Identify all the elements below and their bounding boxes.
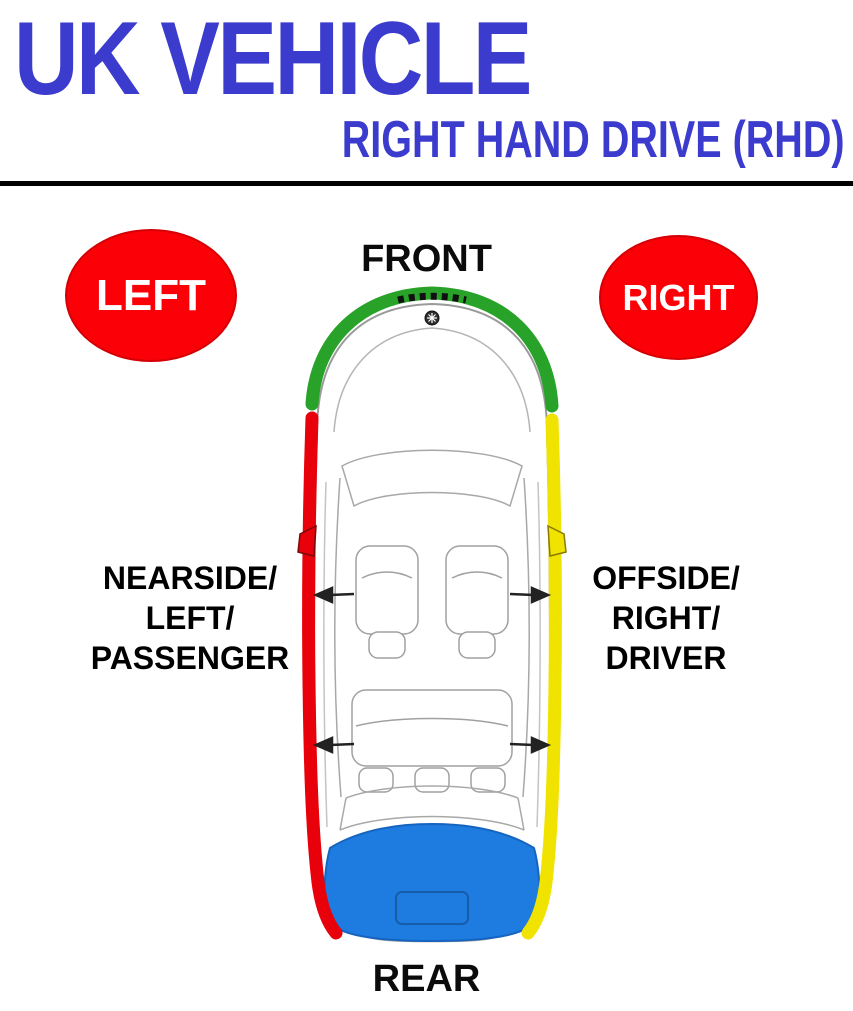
- arrow-right-lower: [509, 742, 535, 747]
- driver-passenger-seat-right: [445, 545, 509, 635]
- driver-passenger-seat-left: [355, 545, 419, 635]
- front-label: FRONT: [361, 238, 492, 280]
- side-pointer-arrows: [312, 586, 552, 754]
- front-grille-dashes: [397, 292, 467, 304]
- left-seat-headrest: [368, 631, 406, 659]
- rear-window-outline: [339, 785, 525, 831]
- left-badge: LEFT: [65, 229, 237, 362]
- nearside-label: NEARSIDE/ LEFT/ PASSENGER: [70, 558, 310, 678]
- arrow-right-upper: [509, 592, 535, 597]
- header-divider: [0, 181, 853, 186]
- page-subtitle: RIGHT HAND DRIVE (RHD): [342, 111, 845, 169]
- nearside-label-line1: NEARSIDE/: [102, 560, 278, 596]
- offside-label: OFFSIDE/ RIGHT/ DRIVER: [546, 558, 786, 678]
- windshield-outline: [341, 449, 523, 508]
- cabin-left-line: [334, 477, 342, 798]
- rear-headrest-right: [470, 767, 506, 793]
- bonnet-emblem-star: [427, 313, 437, 323]
- arrow-left-upper: [329, 592, 355, 597]
- offside-label-line1: OFFSIDE/: [592, 560, 740, 596]
- cabin-right-line: [522, 477, 530, 798]
- right-seat-headrest: [458, 631, 496, 659]
- nearside-label-line3: PASSENGER: [90, 640, 290, 676]
- car-top-view-diagram: [297, 286, 567, 943]
- rear-headrest-middle: [414, 767, 450, 793]
- left-mirror: [297, 524, 317, 557]
- left-badge-label: LEFT: [96, 270, 206, 320]
- arrow-left-lower: [329, 742, 355, 747]
- bonnet-inner-line: [333, 327, 531, 433]
- rear-bench-seat: [351, 689, 513, 793]
- right-mirror: [547, 524, 567, 557]
- right-sill-line: [536, 481, 541, 828]
- boot-plate-outline: [395, 891, 469, 925]
- arrow-right-upper-head: [530, 586, 552, 604]
- rear-headrest-left: [358, 767, 394, 793]
- arrow-left-upper-head: [312, 586, 334, 604]
- left-sill-line: [323, 481, 328, 828]
- left-seat-cushion-line: [361, 571, 413, 579]
- offside-label-line3: DRIVER: [605, 640, 727, 676]
- rear-bench: [351, 689, 513, 767]
- arrow-left-lower-head: [312, 736, 334, 754]
- arrow-right-lower-head: [530, 736, 552, 754]
- right-badge: RIGHT: [599, 235, 758, 360]
- offside-label-line2: RIGHT/: [611, 600, 721, 636]
- nearside-label-line2: LEFT/: [145, 600, 235, 636]
- right-badge-label: RIGHT: [622, 276, 735, 318]
- rear-bench-cushion-line: [355, 717, 509, 727]
- offside-yellow-band: [521, 413, 562, 940]
- right-seat-cushion-line: [451, 571, 503, 579]
- nearside-red-band: [302, 411, 343, 940]
- front-seats: [355, 545, 509, 659]
- rear-label: REAR: [372, 958, 481, 1000]
- page-title: UK VEHICLE: [14, 1, 532, 117]
